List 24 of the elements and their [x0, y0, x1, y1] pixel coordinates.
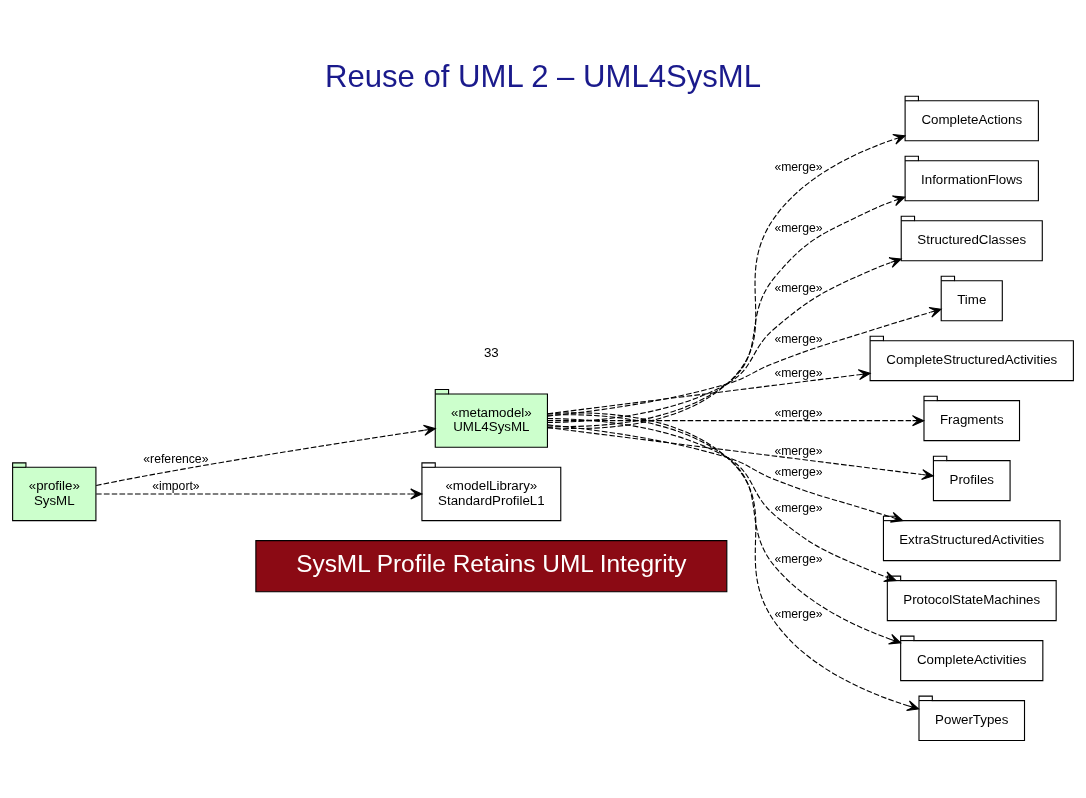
edge-label: «import»: [152, 479, 200, 494]
edge-label: «merge»: [774, 159, 823, 174]
edge-label: «merge»: [774, 406, 823, 421]
edge-label: «merge»: [774, 500, 823, 515]
edge-label: «merge»: [774, 366, 823, 381]
arrow: [547, 133, 906, 430]
edge-label: «merge»: [774, 280, 823, 295]
edge-label: «merge»: [774, 551, 823, 566]
arrow: [547, 412, 920, 712]
edge-label: «reference»: [143, 451, 209, 466]
edge-label: «merge»: [774, 331, 823, 346]
arrow: [95, 488, 423, 500]
label: SysML Profile Retains UML Integrity: [296, 550, 687, 578]
label: 33: [483, 345, 499, 361]
edge-label: «merge»: [774, 220, 823, 235]
edge-label: «merge»: [774, 607, 823, 622]
arrow: [547, 427, 934, 481]
arrow: [547, 257, 902, 424]
diagram-title: Reuse of UML 2 – UML4SysML: [324, 58, 762, 94]
arrow: [547, 307, 942, 417]
edge-label: «merge»: [774, 443, 823, 458]
arrow: [546, 195, 906, 427]
edge-label: «merge»: [774, 464, 823, 479]
arrow: [547, 415, 925, 427]
